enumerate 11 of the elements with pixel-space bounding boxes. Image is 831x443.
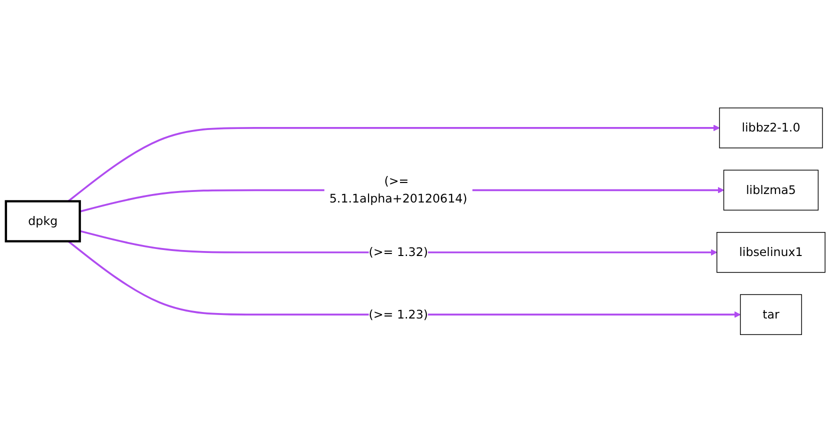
arrow: [68, 124, 720, 202]
edge-label: (>= 1.23): [368, 307, 428, 322]
arrow: [68, 240, 741, 318]
node-box: liblzma5: [723, 170, 819, 211]
node-box: libselinux1: [716, 232, 826, 273]
node-box: tar: [740, 294, 802, 336]
node-box: libbz2-1.0: [719, 108, 823, 149]
edge-label: (>= 1.32): [368, 245, 428, 260]
arrow: [80, 230, 718, 256]
node-box: dpkg: [4, 200, 81, 243]
edge-label: (>= 5.1.1alpha+20120614): [329, 174, 468, 206]
